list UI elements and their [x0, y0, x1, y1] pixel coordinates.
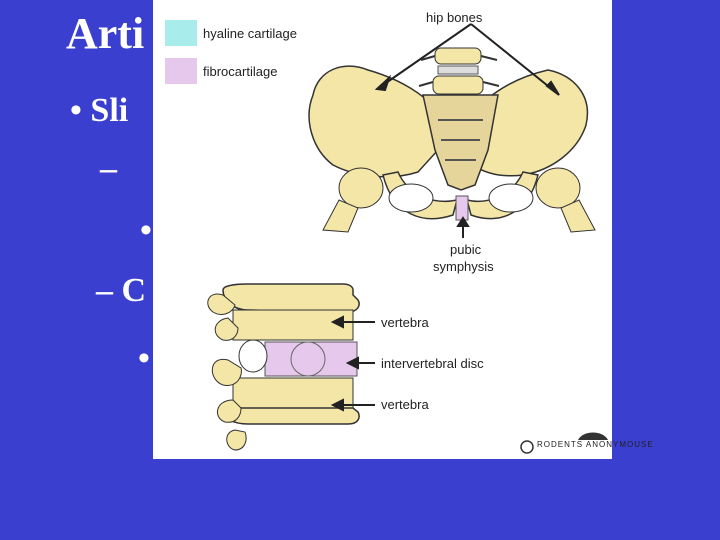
symphysis-label: symphysis: [433, 259, 494, 274]
hip-bones-label: hip bones: [426, 10, 482, 25]
vertebra-top-label: vertebra: [381, 315, 429, 330]
vertebra-bottom-label: vertebra: [381, 397, 429, 412]
fibrocartilage-swatch: [165, 58, 197, 84]
slide-title: Arti: [66, 8, 144, 59]
hyaline-swatch: [165, 20, 197, 46]
pelvis-illustration: [309, 48, 595, 232]
credit-text: RODENTS ANONYMOUSE: [537, 440, 654, 449]
pubic-symphysis-arrow: [458, 218, 468, 238]
legend-hyaline-label: hyaline cartilage: [203, 26, 297, 41]
pubic-label: pubic: [450, 242, 481, 257]
bullet-2: –: [100, 150, 117, 188]
bullet-3: •: [140, 212, 152, 250]
bullet-4: – C: [96, 272, 146, 310]
cartilage-figure: hyaline cartilage fibrocartilage hip bon…: [153, 0, 612, 459]
intervertebral-disc-label: intervertebral disc: [381, 356, 484, 371]
mouse-logo: [578, 433, 608, 441]
copyright-icon: [521, 441, 533, 453]
bullet-1: • Sli: [70, 92, 128, 130]
legend-fibro-label: fibrocartilage: [203, 64, 277, 79]
bullet-5: •: [138, 340, 150, 378]
vertebral-column-illustration: [208, 284, 359, 450]
